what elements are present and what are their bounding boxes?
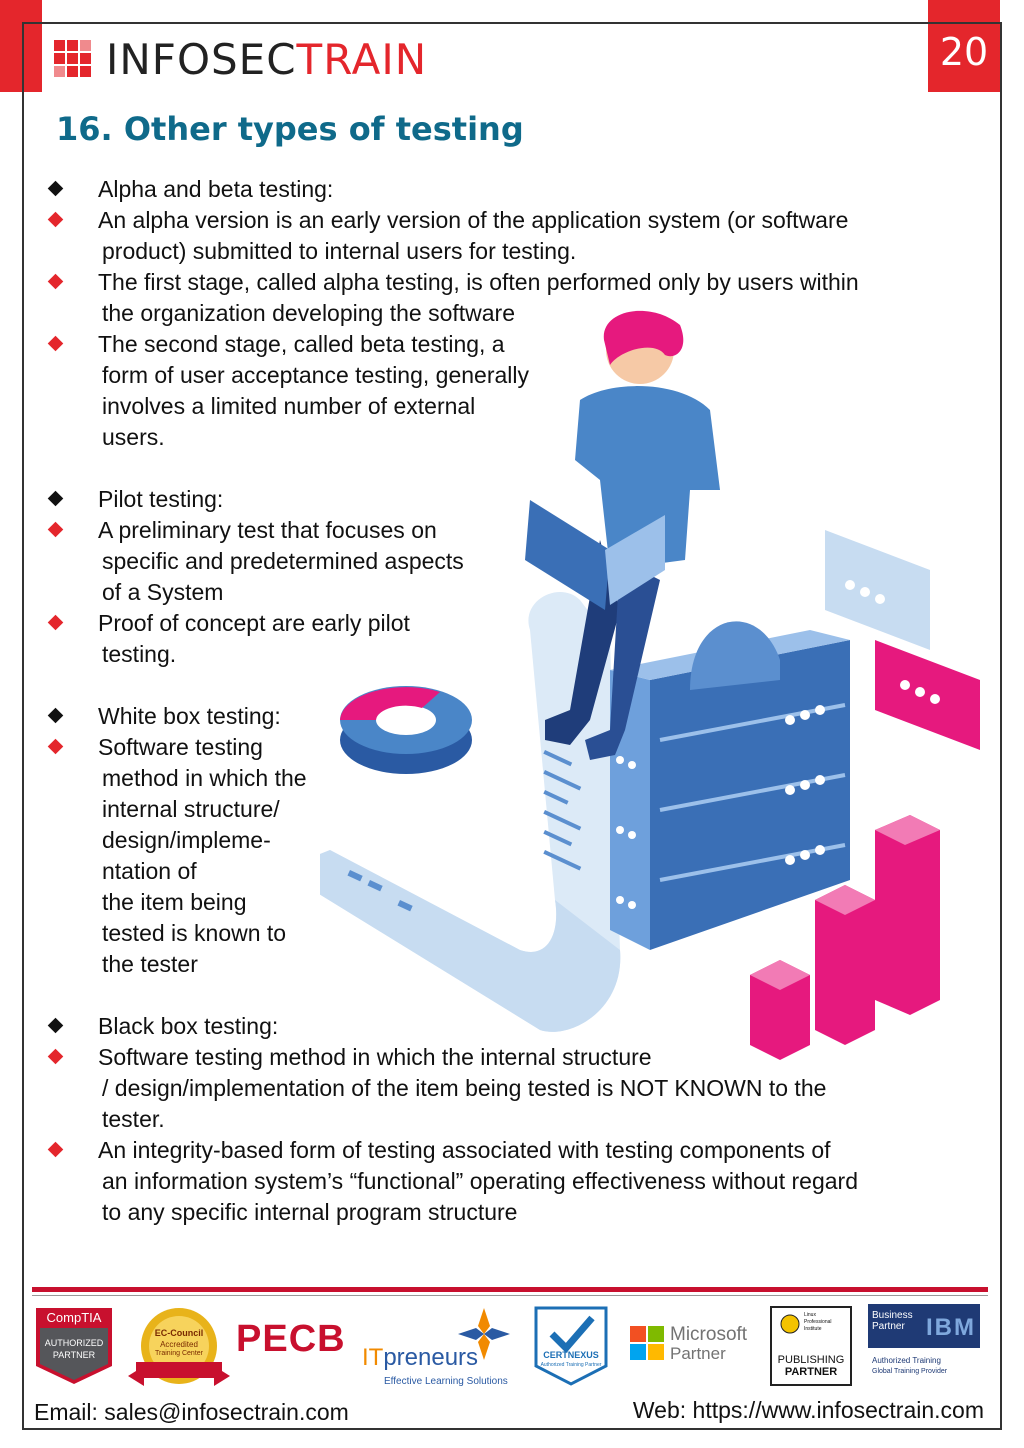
page-title: 16. Other types of testing <box>56 110 524 148</box>
bullet-point: The first stage, called alpha testing, i… <box>47 267 980 329</box>
bullet-line: form of user acceptance testing, general… <box>102 362 530 388</box>
microsoft-partner-logo: Microsoft Partner <box>630 1324 760 1364</box>
section-heading: Alpha and beta testing: <box>47 174 980 205</box>
certnexus-badge: CERTNEXUS Authorized Training Partner <box>532 1304 610 1386</box>
bullet-line: The second stage, called beta testing, a <box>98 331 505 357</box>
diamond-bullet-icon <box>47 707 64 724</box>
bullet-line: an information system’s “functional” ope… <box>102 1168 858 1194</box>
section-heading-text: Black box testing: <box>98 1013 279 1039</box>
bullet-line: Proof of concept are early pilot <box>98 610 410 636</box>
contact-email[interactable]: Email: sales@infosectrain.com <box>34 1399 349 1425</box>
page-number: 20 <box>939 30 989 74</box>
bullet-line: involves a limited number of external <box>102 393 476 419</box>
section-heading: White box testing: <box>47 701 980 732</box>
bullet-line: An alpha version is an early version of … <box>98 207 849 233</box>
corner-accent-left <box>0 0 42 92</box>
bullet-point: Software testing method in which the inter… <box>47 732 980 980</box>
bullet-line: Software testing <box>98 734 263 760</box>
bullet-line: testing. <box>102 641 177 667</box>
section-heading-text: Alpha and beta testing: <box>98 176 334 202</box>
footer-divider-grey <box>32 1295 988 1296</box>
bullet-line: tester. <box>102 1106 165 1132</box>
page-frame <box>22 22 1002 1430</box>
red-diamond-bullet-icon <box>47 211 64 228</box>
bullet-point: A preliminary test that focuses on specif… <box>47 515 980 608</box>
section-spacer <box>50 980 980 1011</box>
bullet-line: Software testing method in which the int… <box>98 1044 652 1070</box>
bullet-point: An integrity-based form of testing assoc… <box>47 1135 980 1228</box>
bullet-point: An alpha version is an early version of … <box>47 205 980 267</box>
bullet-line: to any specific internal program structu… <box>102 1199 518 1225</box>
section-spacer <box>50 453 980 484</box>
brand-logo: INFOSECTRAIN <box>54 35 427 84</box>
red-diamond-bullet-icon <box>47 335 64 352</box>
bullet-point: Software testing method in which the int… <box>47 1042 980 1135</box>
brand-name: INFOSECTRAIN <box>106 34 428 84</box>
footer-divider-red <box>32 1287 988 1292</box>
partner-logos: CompTIA AUTHORIZED PARTNER EC-Council Ac… <box>32 1302 988 1394</box>
bullet-line: the tester <box>102 951 198 977</box>
diamond-bullet-icon <box>47 490 64 507</box>
diamond-bullet-icon <box>47 180 64 197</box>
ec-council-seal: EC-Council Accredited Training Center <box>124 1306 234 1390</box>
red-diamond-bullet-icon <box>47 738 64 755</box>
red-diamond-bullet-icon <box>47 521 64 538</box>
corner-accent-right <box>928 0 1000 92</box>
testing-illustration <box>320 310 980 1060</box>
bullet-point: The second stage, called beta testing, a… <box>47 329 980 453</box>
contact-website[interactable]: Web: https://www.infosectrain.com <box>632 1397 984 1423</box>
bullet-point: Proof of concept are early pilot testing. <box>47 608 980 670</box>
section-spacer <box>50 670 980 701</box>
pecb-logo: PECB <box>236 1318 346 1360</box>
logo-grid-icon <box>54 40 92 78</box>
section-heading: Black box testing: <box>47 1011 980 1042</box>
bullet-line: tested is known to <box>102 920 287 946</box>
diamond-bullet-icon <box>47 1017 64 1034</box>
bullet-line: / design/implementation of the item bein… <box>102 1075 827 1101</box>
comptia-logo: CompTIA AUTHORIZED PARTNER <box>34 1306 114 1386</box>
bullet-line: method in which the <box>102 765 307 791</box>
bullet-line: design/impleme- <box>102 827 271 853</box>
bullet-line: The first stage, called alpha testing, i… <box>98 269 859 295</box>
red-diamond-bullet-icon <box>47 273 64 290</box>
section-heading: Pilot testing: <box>47 484 980 515</box>
bullet-line: An integrity-based form of testing assoc… <box>98 1137 831 1163</box>
section-heading-text: White box testing: <box>98 703 281 729</box>
red-diamond-bullet-icon <box>47 1141 64 1158</box>
bullet-line: the item being <box>102 889 247 915</box>
bullet-line: ntation of <box>102 858 197 884</box>
itpreneurs-logo: ITpreneurs Effective Learning Solutions <box>362 1308 522 1388</box>
bullet-line: A preliminary test that focuses on <box>98 517 437 543</box>
red-diamond-bullet-icon <box>47 614 64 631</box>
bullet-line: users. <box>102 424 165 450</box>
section-heading-text: Pilot testing: <box>98 486 224 512</box>
bullet-line: product) submitted to internal users for… <box>102 238 577 264</box>
bullet-line: specific and predetermined aspects <box>102 548 464 574</box>
bullet-line: the organization developing the software <box>102 300 516 326</box>
content-body: Alpha and beta testing: An alpha version … <box>47 174 980 1228</box>
bullet-line: of a System <box>102 579 224 605</box>
red-diamond-bullet-icon <box>47 1048 64 1065</box>
bullet-line: internal structure/ <box>102 796 280 822</box>
